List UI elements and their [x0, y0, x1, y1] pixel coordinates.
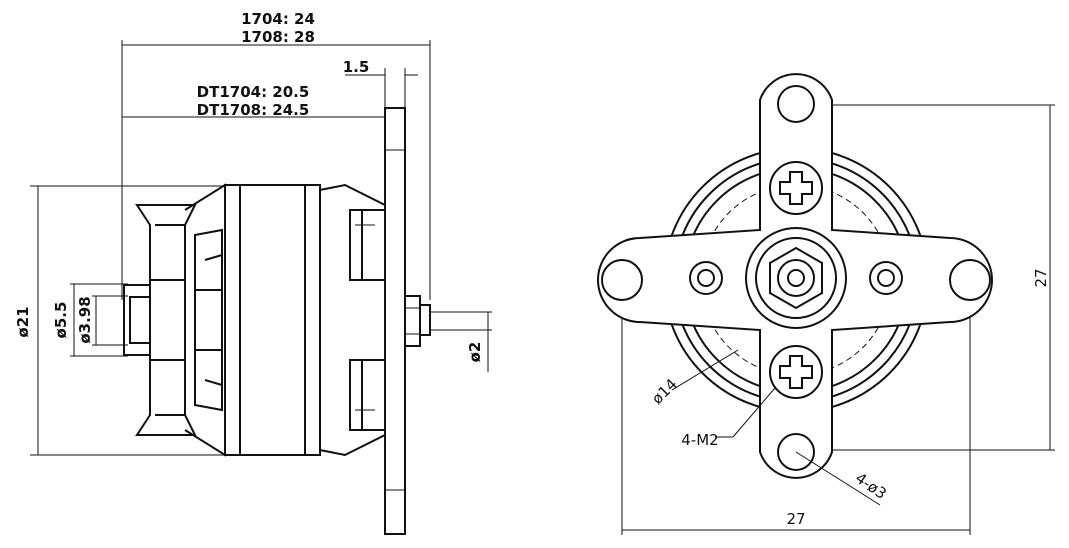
- dim-length-1708: 1708: 28: [241, 28, 315, 46]
- dim-holes: 4-ø3: [852, 469, 890, 503]
- dim-shaft-front-diameter: ø2: [466, 342, 484, 363]
- front-view: 27 27 ø14: [597, 73, 1055, 535]
- dim-screws: 4-M2: [681, 431, 718, 449]
- dim-width: 27: [786, 510, 805, 528]
- dim-flange-thickness: 1.5: [343, 58, 370, 76]
- side-view: 1704: 24 1708: 28 1.5 DT1704: 20.5 DT170…: [14, 10, 492, 535]
- dim-shaft-back-diameter: ø3.98: [76, 296, 94, 343]
- dim-body-1708: DT1708: 24.5: [197, 101, 310, 119]
- dim-body-1704: DT1704: 20.5: [197, 83, 310, 101]
- dim-bolt-circle: ø14: [648, 375, 681, 408]
- dim-outer-diameter: ø21: [14, 306, 32, 337]
- dim-length-1704: 1704: 24: [241, 10, 315, 28]
- dim-boss-diameter: ø5.5: [52, 302, 70, 339]
- dim-height: 27: [1032, 268, 1050, 287]
